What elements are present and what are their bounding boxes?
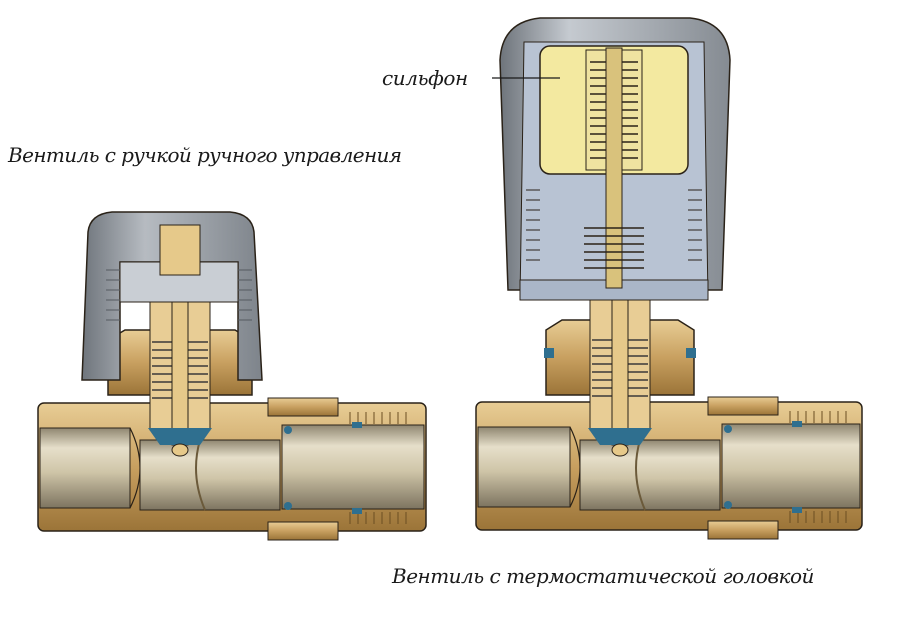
thermo-valve-body	[475, 396, 863, 540]
manual-valve	[37, 211, 427, 541]
manual-valve-bonnet	[107, 229, 253, 457]
manual-valve-caption: Вентиль с ручкой ручного управления	[8, 143, 402, 167]
manual-valve-handle	[81, 211, 263, 381]
manual-valve-body	[37, 397, 427, 541]
bellows	[539, 45, 689, 289]
bellows-label: сильфон	[382, 66, 468, 90]
thermo-valve	[475, 17, 863, 540]
thermo-valve-caption: Вентиль с термостатической головкой	[392, 564, 814, 588]
pressure-spring	[584, 227, 644, 269]
thermo-valve-bonnet	[544, 279, 696, 457]
